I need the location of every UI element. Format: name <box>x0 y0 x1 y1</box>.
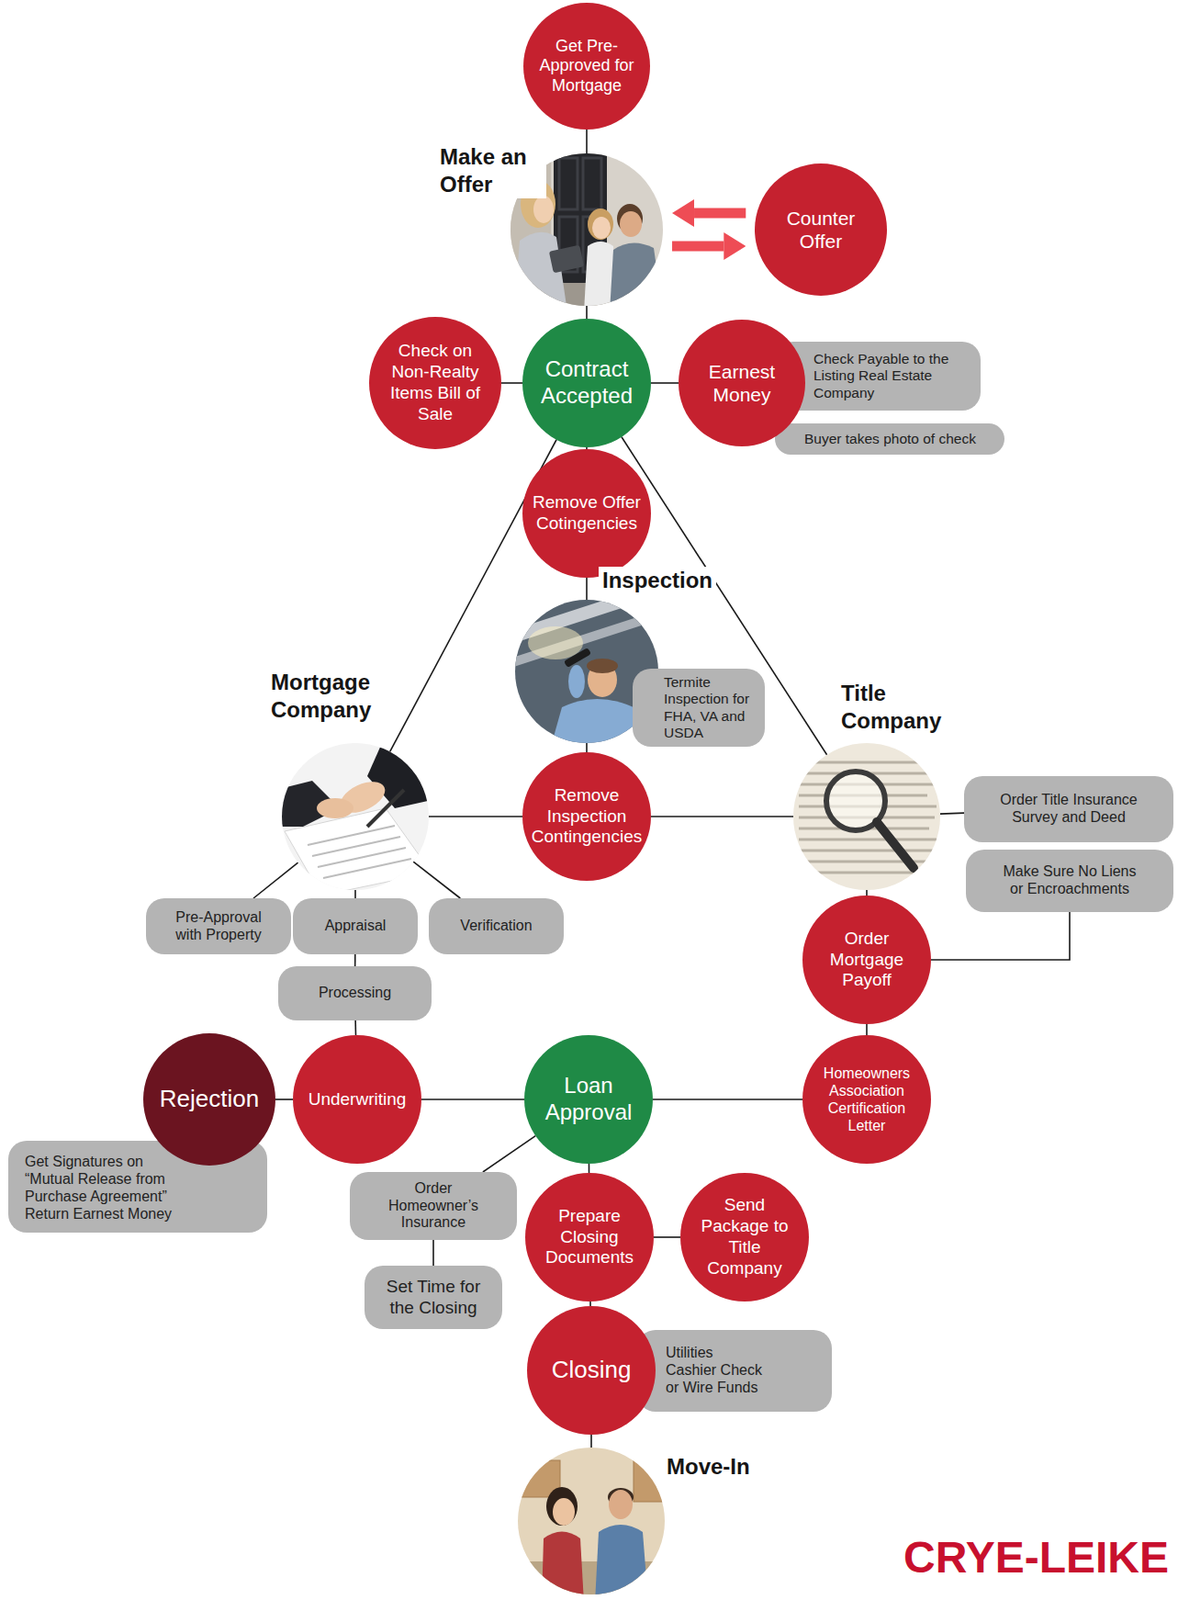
connector-line <box>585 742 588 752</box>
flow-arrow <box>694 208 746 219</box>
connector-line <box>354 889 357 898</box>
connector-line <box>413 861 460 898</box>
connector-line <box>428 815 523 818</box>
note-box: Processing <box>278 965 432 1021</box>
connector-line <box>865 1023 868 1035</box>
connector-line <box>275 1098 293 1100</box>
step-circle: Earnest Money <box>678 319 806 447</box>
step-label: Order Title Insurance Survey and Deed <box>990 791 1147 827</box>
section-heading: Move-In <box>662 1452 754 1481</box>
connector-line <box>585 129 588 154</box>
step-label: Loan Approval <box>531 1072 647 1126</box>
note-box: Order Title Insurance Survey and Deed <box>964 775 1174 842</box>
step-label: Order Homeowner’s Insurance <box>378 1179 489 1233</box>
connector-line <box>253 862 299 898</box>
step-label: Set Time for the Closing <box>376 1276 492 1318</box>
step-label: Verification <box>441 917 552 935</box>
step-circle: Prepare Closing Documents <box>525 1172 654 1302</box>
section-heading: Title Company <box>837 679 974 735</box>
step-circle: Rejection <box>143 1032 276 1166</box>
section-heading: Inspection <box>598 566 717 595</box>
connector-line <box>940 811 965 815</box>
connector-line <box>501 381 523 384</box>
connector-line <box>482 1135 536 1172</box>
connector-line <box>354 1020 357 1035</box>
section-heading: Mortgage Company <box>267 668 394 724</box>
connector-line <box>421 1098 525 1100</box>
step-label: Remove Offer Cotingencies <box>532 492 641 535</box>
note-box: Utilities Cashier Check or Wire Funds <box>637 1329 832 1412</box>
note-box: Termite Inspection for FHA, VA and USDA <box>632 668 765 747</box>
connector-line <box>590 1434 593 1448</box>
step-label: Closing <box>534 1355 650 1384</box>
photo-circle: Move-In <box>517 1447 665 1594</box>
photo-circle: Inspection <box>515 599 659 743</box>
photo-circle: Make an Offer <box>510 153 663 306</box>
connector-line <box>585 305 588 319</box>
step-label: Check Payable to the Listing Real Estate… <box>813 350 958 402</box>
milestone-circle: Loan Approval <box>524 1034 653 1164</box>
step-circle: Remove Inspection Contingencies <box>522 751 651 881</box>
step-label: Underwriting <box>300 1088 416 1111</box>
connector-line <box>652 1098 803 1100</box>
photo-circle: Mortgage Company <box>281 742 429 890</box>
milestone-circle: Contract Accepted <box>522 318 651 448</box>
connector-line <box>931 911 1070 960</box>
step-label: Send Package to Title Company <box>694 1194 796 1279</box>
step-label: Termite Inspection for FHA, VA and USDA <box>663 673 756 741</box>
connector-line <box>621 437 828 755</box>
section-heading: Make an Offer <box>436 143 547 199</box>
step-circle: Underwriting <box>292 1034 422 1164</box>
connector-line <box>650 381 679 384</box>
connector-line <box>650 815 794 818</box>
step-label: Appraisal <box>304 917 406 935</box>
connector-line <box>354 953 357 966</box>
connector-line <box>653 1235 681 1238</box>
step-label: Make Sure No Liens or Encroachments <box>998 863 1142 898</box>
step-circle: Send Package to Title Company <box>680 1172 809 1302</box>
flow-arrow <box>672 241 724 252</box>
brand-logo: CRYE-LEIKE <box>903 1531 1169 1582</box>
note-box: Check Payable to the Listing Real Estate… <box>774 341 981 411</box>
note-box: Order Homeowner’s Insurance <box>349 1171 517 1240</box>
step-label: Utilities Cashier Check or Wire Funds <box>665 1344 767 1397</box>
note-box: Pre-Approval with Property <box>145 897 292 954</box>
title-photo <box>789 739 946 896</box>
step-circle: Homeowners Association Certification Let… <box>802 1034 932 1164</box>
step-label: Prepare Closing Documents <box>538 1205 640 1268</box>
step-label: Remove Inspection Contingencies <box>529 785 644 848</box>
step-label: Order Mortgage Payoff <box>816 928 918 991</box>
step-circle: Check on Non-Realty Items Bill of Sale <box>369 316 502 449</box>
photo-circle: Title Company <box>793 742 941 890</box>
step-circle: Remove Offer Cotingencies <box>522 448 651 578</box>
step-label: Check on Non-Realty Items Bill of Sale <box>384 340 486 425</box>
note-box: Buyer takes photo of check <box>774 423 1005 455</box>
step-label: Rejection <box>149 1084 270 1113</box>
step-label: Homeowners Association Certification Let… <box>816 1064 918 1135</box>
step-label: Buyer takes photo of check <box>804 430 977 448</box>
step-label: Pre-Approval with Property <box>163 908 274 944</box>
mortgage-photo <box>275 734 437 896</box>
step-circle: Counter Offer <box>754 163 887 296</box>
step-circle: Closing <box>527 1305 656 1435</box>
note-box: Set Time for the Closing <box>364 1265 503 1329</box>
connector-line <box>585 577 588 600</box>
note-box: Verification <box>428 897 564 954</box>
move-in-photo <box>514 1443 675 1600</box>
connector-line <box>588 1163 591 1173</box>
step-label: Get Pre-Approved for Mortgage <box>532 36 641 97</box>
step-label: Get Signatures on “Mutual Release from P… <box>24 1153 191 1223</box>
connector-line <box>432 1239 435 1266</box>
note-box: Make Sure No Liens or Encroachments <box>965 849 1174 912</box>
step-label: Contract Accepted <box>531 356 642 410</box>
step-label: Earnest Money <box>694 359 791 406</box>
step-circle: Get Pre-Approved for Mortgage <box>523 2 651 130</box>
step-circle: Order Mortgage Payoff <box>802 895 932 1024</box>
step-label: Processing <box>295 984 416 1002</box>
note-box: Appraisal <box>292 897 418 954</box>
step-label: Counter Offer <box>770 206 872 253</box>
